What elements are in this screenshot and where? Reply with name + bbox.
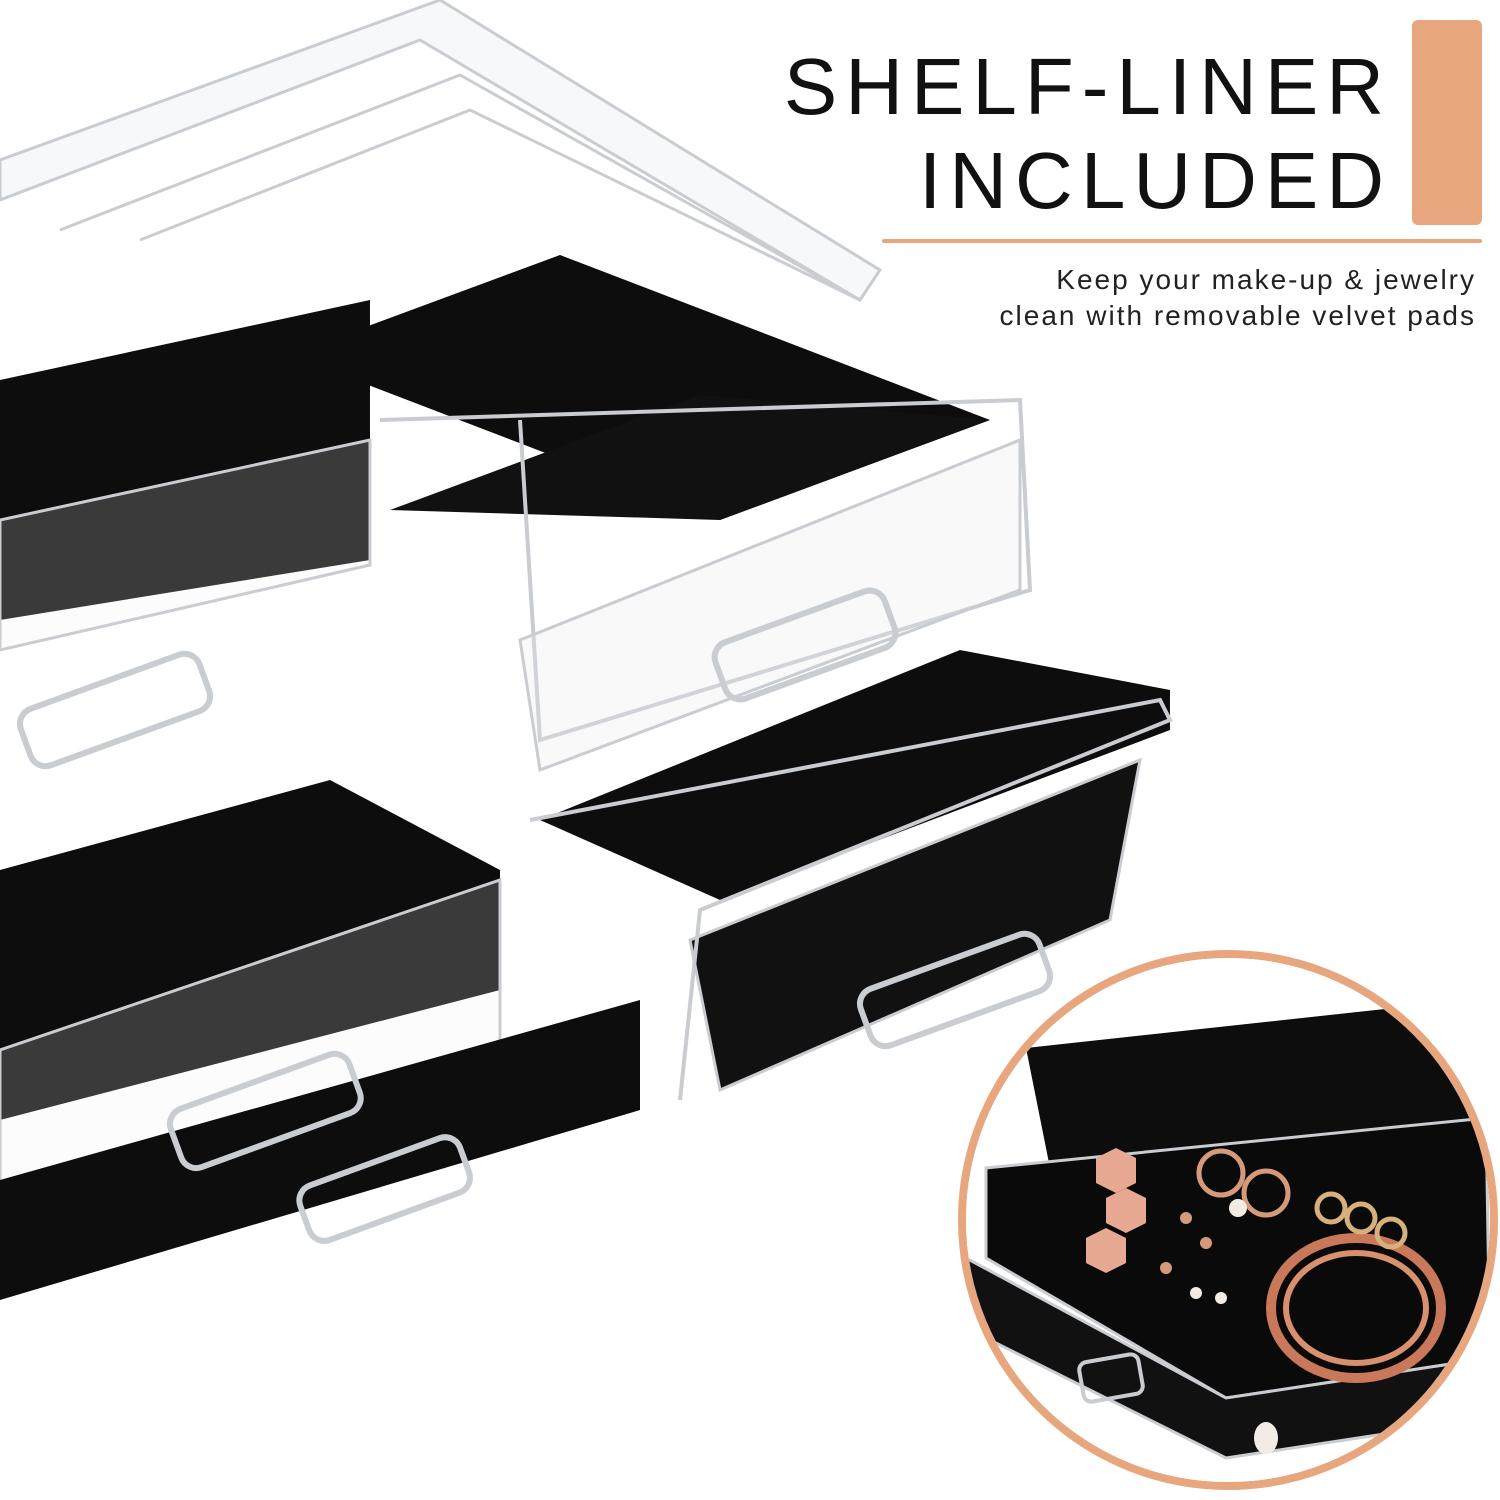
drawer-handle bbox=[296, 1134, 473, 1244]
acrylic-organizer-illustration bbox=[0, 0, 1173, 1300]
drawer-top-left bbox=[0, 300, 372, 770]
headline: SHELF-LINER INCLUDED bbox=[784, 40, 1392, 228]
drawer-handle bbox=[16, 650, 214, 770]
jewelry-inset bbox=[958, 950, 1498, 1490]
subtext-line-2: clean with removable velvet pads bbox=[999, 300, 1476, 331]
drawer-handle bbox=[1077, 1352, 1145, 1404]
drawer-handle bbox=[856, 930, 1054, 1050]
lid bbox=[0, 0, 883, 303]
accent-bar bbox=[1412, 20, 1482, 225]
drawer-bottom-left bbox=[0, 780, 640, 1300]
subtext: Keep your make-up & jewelry clean with r… bbox=[1000, 262, 1476, 334]
jewelry-drawer-closeup bbox=[966, 958, 1490, 1482]
drawer-handle bbox=[711, 587, 899, 703]
drawer-handle bbox=[166, 1050, 364, 1172]
drawer-top-right bbox=[290, 255, 1033, 773]
divider bbox=[882, 239, 1482, 243]
headline-line-2: INCLUDED bbox=[919, 136, 1392, 225]
jewelry-items bbox=[1086, 1148, 1446, 1454]
subtext-line-1: Keep your make-up & jewelry bbox=[1056, 264, 1476, 295]
headline-line-1: SHELF-LINER bbox=[783, 42, 1392, 131]
drawer-bottom-right bbox=[529, 650, 1173, 1101]
